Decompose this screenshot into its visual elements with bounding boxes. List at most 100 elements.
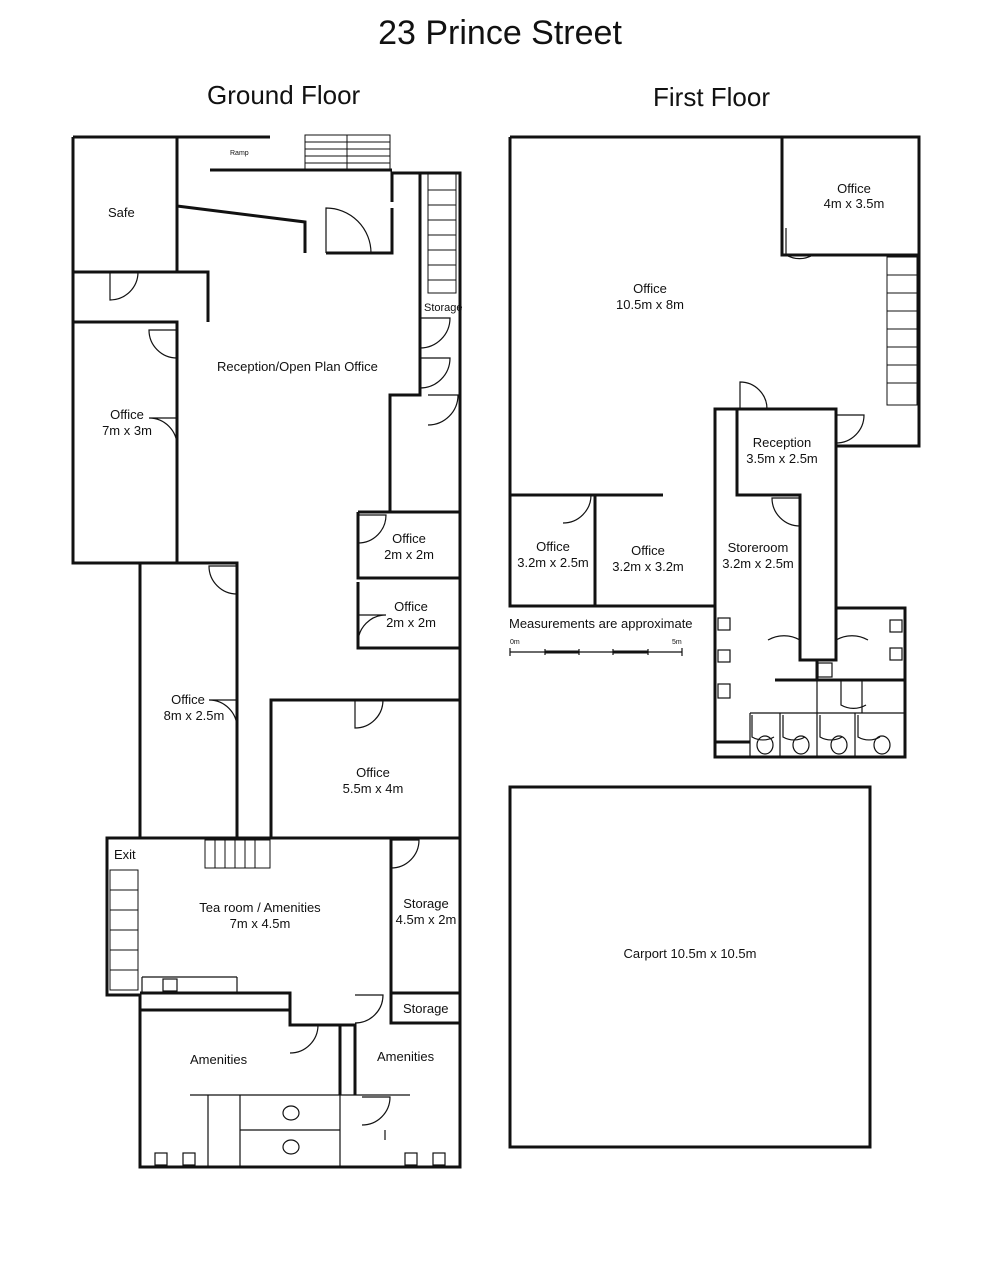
safe-label: Safe xyxy=(108,205,135,220)
basin-icon xyxy=(889,647,903,661)
wall xyxy=(388,173,422,512)
door xyxy=(208,565,238,595)
reception-label: Reception/Open Plan Office xyxy=(217,359,378,374)
door xyxy=(390,839,420,869)
door xyxy=(835,608,869,642)
door xyxy=(419,317,451,349)
ground-floor-heading: Ground Floor xyxy=(207,80,361,110)
carport-label: Carport 10.5m x 10.5m xyxy=(624,946,757,961)
door xyxy=(419,357,451,389)
ff-office-105x8-name: Office xyxy=(633,281,667,296)
scale-bar xyxy=(509,648,683,656)
door xyxy=(785,228,814,260)
toilet-icon xyxy=(432,1152,446,1166)
wall xyxy=(780,137,919,257)
tea-room-stairs xyxy=(204,839,271,869)
wall xyxy=(713,446,907,759)
basin-icon xyxy=(717,649,731,663)
door xyxy=(819,715,843,741)
plan-title: 23 Prince Street xyxy=(378,14,622,52)
amenities-right-label: Amenities xyxy=(377,1049,435,1064)
wall xyxy=(269,698,460,838)
door xyxy=(739,381,768,410)
door xyxy=(109,271,139,301)
sink xyxy=(162,978,178,992)
office-2x2b-size: 2m x 2m xyxy=(386,615,436,630)
storage-45x2-size: 4.5m x 2m xyxy=(396,912,457,927)
first-floor-plan xyxy=(508,135,921,759)
door xyxy=(357,614,387,644)
wall xyxy=(798,606,905,682)
door xyxy=(208,699,238,729)
office-55x4-name: Office xyxy=(356,765,390,780)
door xyxy=(562,494,592,524)
door xyxy=(835,414,865,444)
office-2x2a-name: Office xyxy=(392,531,426,546)
toilet-icon xyxy=(154,1152,168,1166)
ff-office-105x8-size: 10.5m x 8m xyxy=(616,297,684,312)
first-floor-heading: First Floor xyxy=(653,82,770,112)
door xyxy=(771,497,801,527)
door xyxy=(354,994,384,1024)
labels: Ramp Safe Storage Reception/Open Plan Of… xyxy=(102,150,884,1067)
ff-office-4x35-size: 4m x 3.5m xyxy=(824,196,885,211)
door xyxy=(361,1096,391,1126)
door xyxy=(357,514,387,544)
office-7x3-size: 7m x 3m xyxy=(102,423,152,438)
office-55x4-size: 5.5m x 4m xyxy=(343,781,404,796)
office-8x25-name: Office xyxy=(171,692,205,707)
door xyxy=(840,680,867,709)
office-2x2a-size: 2m x 2m xyxy=(384,547,434,562)
basin-icon xyxy=(817,662,833,678)
toilet-icon xyxy=(756,735,774,755)
office-8x25-size: 8m x 2.5m xyxy=(164,708,225,723)
scale-start-label: 0m xyxy=(510,639,520,646)
wall xyxy=(176,204,307,253)
first-floor-stairs xyxy=(886,256,918,406)
rear-stairs-right xyxy=(427,172,457,294)
toilet-icon xyxy=(873,735,891,755)
wall xyxy=(817,608,838,662)
ff-office-4x35-name: Office xyxy=(837,181,871,196)
storage-top-label: Storage xyxy=(424,302,463,314)
wall xyxy=(140,561,239,838)
door xyxy=(751,715,775,741)
wall xyxy=(71,137,462,1169)
wall xyxy=(508,135,921,608)
ff-office-32x25-name: Office xyxy=(536,539,570,554)
wall xyxy=(356,512,460,580)
door xyxy=(782,715,806,741)
basin-icon xyxy=(717,683,731,699)
basin-icon xyxy=(889,619,903,633)
office-2x2b-name: Office xyxy=(394,599,428,614)
amenities-left-label: Amenities xyxy=(190,1052,248,1067)
tea-room-size: 7m x 4.5m xyxy=(230,916,291,931)
toilet-icon xyxy=(792,735,810,755)
wall xyxy=(140,991,357,1095)
door xyxy=(148,329,178,359)
door xyxy=(354,699,384,729)
door xyxy=(289,1024,319,1054)
ramp-label: Ramp xyxy=(230,150,249,157)
door xyxy=(427,394,459,426)
wall xyxy=(389,993,460,1025)
toilet-icon xyxy=(404,1152,418,1166)
ff-reception-name: Reception xyxy=(753,435,812,450)
exit-stairs xyxy=(109,869,139,991)
wall xyxy=(356,582,460,650)
exit-label: Exit xyxy=(114,847,136,862)
storage-45x2-name: Storage xyxy=(403,896,449,911)
toilet-icon xyxy=(182,1152,196,1166)
ff-storeroom-name: Storeroom xyxy=(728,540,789,555)
wall xyxy=(73,270,210,322)
ff-office-32x25-size: 3.2m x 2.5m xyxy=(517,555,589,570)
measurement-note: Measurements are approximate xyxy=(509,616,693,631)
tea-room-name: Tea room / Amenities xyxy=(199,900,321,915)
carport-outline xyxy=(508,785,872,1149)
door xyxy=(857,715,881,741)
basin-icon xyxy=(282,1105,300,1121)
toilet-icon xyxy=(830,735,848,755)
front-stairs xyxy=(304,134,391,171)
basin-icon xyxy=(282,1139,300,1155)
